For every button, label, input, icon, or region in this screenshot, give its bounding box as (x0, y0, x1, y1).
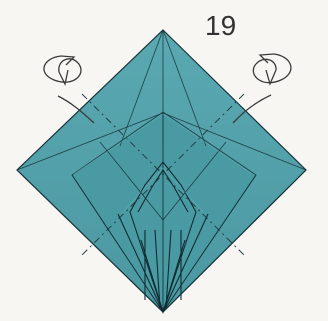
origami-diagram-svg (0, 0, 328, 321)
origami-step-diagram: 19 (0, 0, 328, 321)
